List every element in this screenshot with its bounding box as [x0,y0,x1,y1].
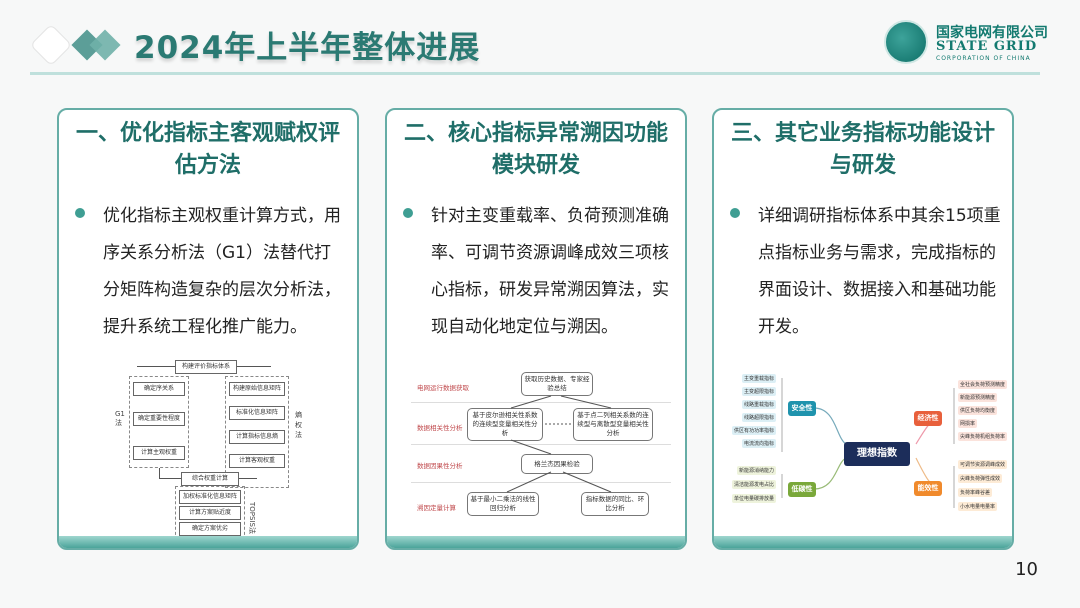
leaf-item: 尖峰负荷机组负荷率 [958,432,1008,441]
flow-box: 确定方案优劣 [179,522,241,536]
card-title: 一、优化指标主客观赋权评估方法 [75,121,340,178]
flow-box: 获取历史数据、专家经验总结 [521,372,593,396]
flow-box: 计算主观权重 [133,446,185,460]
leaf-item: 网损率 [958,419,978,428]
leaf-item: 可调节资源调峰成效 [958,460,1008,469]
card-title: 二、核心指标异常溯因功能模块研发 [403,121,668,178]
leaf-item: 小水电量电量率 [958,502,998,511]
flowchart-anomaly: 电网运行数据获取 数据相关性分析 数据因果性分析 溯因定量计算 获取历史数据、专… [411,368,671,528]
leaf-item: 主变重载指标 [741,374,776,383]
flow-arrows [506,395,612,493]
globe-icon [884,20,928,64]
flowchart-weighting: 构建评价指标体系 确定序关系 确定重要性程度 计算主观权重 G1法 构建原始信息… [111,356,331,541]
flow-box: 基于皮尔逊相关性系数的连续型变量相关性分析 [467,408,543,441]
card-anomaly: 二、核心指标异常溯因功能模块研发 针对主变重载率、负荷预测准确率、可调节资源调峰… [385,108,687,550]
economy-node: 经济性 [914,411,942,426]
flow-box: 确定重要性程度 [133,412,185,426]
flow-box: 构建评价指标体系 [175,360,237,374]
stage-label: 电网运行数据获取 [417,384,469,392]
flow-box: 确定序关系 [133,382,185,396]
efficiency-node: 能效性 [914,481,942,496]
card-body: 详细调研指标体系中其余15项重点指标业务与需求，完成指标的界面设计、数据接入和基… [758,206,1001,337]
flow-box: 格兰杰因果检验 [521,454,593,474]
bullet-icon [730,208,740,218]
flow-box: 构建原始信息矩阵 [229,382,285,396]
leaf-item: 线路超限指标 [741,413,776,422]
leaf-item: 清洁能源发电占比 [731,480,776,489]
leaf-item: 全社会负荷预测精度 [958,380,1008,389]
stage-label: 溯因定量计算 [417,504,456,512]
card-title: 三、其它业务指标功能设计与研发 [730,121,995,178]
flow-box: 计算客观权重 [229,454,285,468]
center-node: 理想指数 [844,442,910,466]
leaf-item: 单位电量碳排放量 [731,494,776,503]
leaf-item: 电流流向指标 [741,439,776,448]
bullet-icon [403,208,413,218]
leaf-item: 线路重载指标 [741,400,776,409]
stage-label: 数据因果性分析 [417,462,463,470]
page-title: 2024年上半年整体进展 [134,30,481,66]
flow-box: 基于点二列相关系数的连续型与离散型变量相关性分析 [573,408,653,441]
card-footer-bar [59,536,357,548]
method-label: TOPSIS法 [248,502,256,534]
flow-box: 计算指标信息熵 [229,430,285,444]
state-grid-logo: 国家电网有限公司 STATE GRID CORPORATION OF CHINA [884,20,1048,64]
leaf-item: 负荷率峰谷差 [958,488,993,497]
card-body: 优化指标主观权重计算方式，用序关系分析法（G1）法替代打分矩阵构造复杂的层次分析… [103,206,341,337]
flow-box: 指标数据的同比、环比分析 [581,492,649,516]
stage-label: 数据相关性分析 [417,424,463,432]
leaf-item: 新能源消纳能力 [736,466,776,475]
card-footer-bar [714,536,1012,548]
leaf-item: 供区负荷均衡度 [958,406,998,415]
card-body: 针对主变重载率、负荷预测准确率、可调节资源调峰成效三项核心指标，研发异常溯因算法… [431,206,669,337]
method-label: 熵权法 [295,411,302,439]
card-footer-bar [387,536,685,548]
flow-box: 标准化信息矩阵 [229,406,285,420]
leaf-item: 新能源预测精度 [958,393,998,402]
method-label: G1法 [115,410,125,427]
flow-box: 综合权重计算 [181,472,239,486]
bullet-icon [75,208,85,218]
flow-box: 加权标准化信息矩阵 [179,490,241,504]
header-divider [30,72,1040,75]
mind-map: 理想指数 安全性 低碳性 经济性 能效性 主变重载指标 主变超限指标 线路重载指… [726,368,1008,533]
lowcarbon-node: 低碳性 [788,482,816,497]
card-weighting: 一、优化指标主客观赋权评估方法 优化指标主观权重计算方式，用序关系分析法（G1）… [57,108,359,550]
safety-node: 安全性 [788,401,816,416]
leaf-item: 供区有功功率指标 [731,426,776,435]
page-number: 10 [1015,559,1038,580]
leaf-item: 尖峰负荷弹性成效 [958,474,1003,483]
card-other-indicators: 三、其它业务指标功能设计与研发 详细调研指标体系中其余15项重点指标业务与需求，… [712,108,1014,550]
logo-cn: 国家电网有限公司 [936,25,1048,41]
flow-box: 计算方案贴近度 [179,506,241,520]
flow-box: 基于最小二乘法的线性回归分析 [467,492,539,516]
leaf-item: 主变超限指标 [741,387,776,396]
logo-sub: CORPORATION OF CHINA [936,55,1031,62]
logo-en: STATE GRID [936,39,1038,54]
